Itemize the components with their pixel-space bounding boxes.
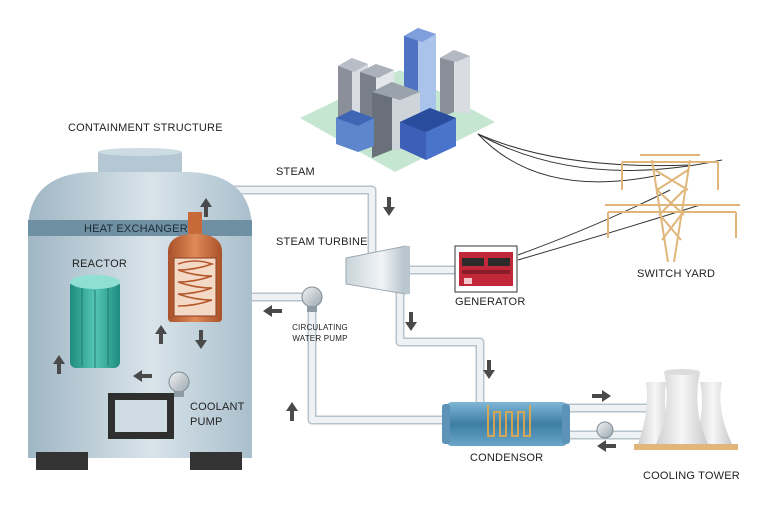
building [440,50,470,118]
pump-icon [168,371,190,397]
cooling-tower-icon [634,369,738,450]
flow-arrow-icon [200,198,212,217]
city-icon [300,28,495,172]
steam-turbine-label: STEAM TURBINE [276,236,368,248]
flow-arrow-icon [286,402,298,421]
heat-exchanger-icon [168,212,222,322]
power-lines [477,133,723,261]
heat-exchanger-label: HEAT EXCHANGER [84,223,188,235]
flow-arrow-icon [53,355,65,374]
reactor-label: REACTOR [72,258,127,270]
flow-arrow-icon [483,360,495,379]
pump-icon [596,421,614,439]
building [372,82,420,158]
pylon-icon [605,154,740,263]
flow-arrow-icon [155,325,167,344]
coolant-pump-label: COOLANT PUMP [190,400,245,430]
flow-arrows [53,197,616,452]
cooling-tower-label: COOLING TOWER [643,470,740,482]
containment-structure-label: CONTAINMENT STRUCTURE [68,122,223,134]
flow-arrow-icon [383,197,395,216]
flow-arrow-icon [592,390,611,402]
flow-arrow-icon [133,370,152,382]
flow-arrow-icon [263,305,282,317]
building [336,110,374,152]
flow-arrow-icon [195,330,207,349]
coolant-pump-label-line1: COOLANT [190,401,245,413]
flow-arrow-icon [405,312,417,331]
flow-arrow-icon [597,440,616,452]
coolant-pump-label-line2: PUMP [190,416,223,428]
generator-label: GENERATOR [455,296,526,308]
reactor-icon [70,275,120,368]
generator-icon [454,245,518,293]
circulating-water-pump-label-line2: WATER PUMP [292,334,348,343]
steam-label: STEAM [276,166,315,178]
circulating-water-pump-label-line1: CIRCULATING [292,323,348,332]
building [400,108,456,160]
turbine-icon [345,245,410,295]
switch-yard-label: SWITCH YARD [637,268,716,280]
pump-icon [301,286,323,312]
condensor-icon [442,402,570,446]
condensor-label: CONDENSOR [470,452,544,464]
circulating-water-pump-label: CIRCULATING WATER PUMP [288,322,352,344]
